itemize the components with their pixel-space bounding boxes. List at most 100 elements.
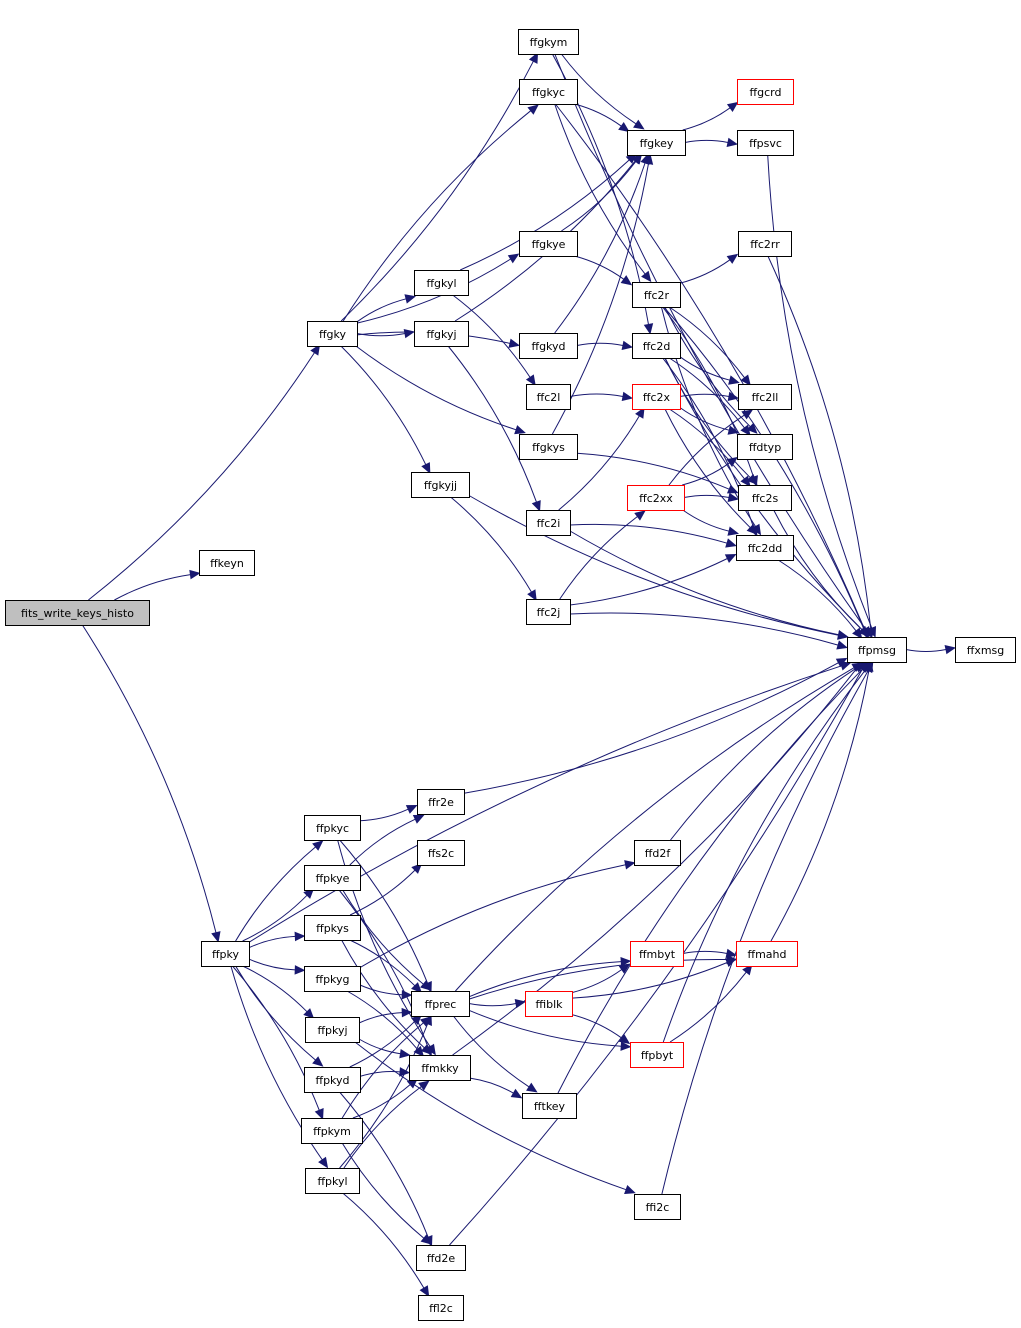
node-ffpkys[interactable]: ffpkys xyxy=(304,915,361,941)
node-label: ffc2dd xyxy=(748,542,783,555)
node-ffc2d[interactable]: ffc2d xyxy=(632,333,681,359)
node-ffpkyj[interactable]: ffpkyj xyxy=(305,1017,360,1043)
node-box xyxy=(301,1118,363,1144)
node-label: ffc2ll xyxy=(752,391,779,404)
node-box xyxy=(199,550,255,576)
node-label: ffr2e xyxy=(428,796,454,809)
arrowhead xyxy=(405,804,418,814)
node-box xyxy=(526,599,571,625)
node-ffgky[interactable]: ffgky xyxy=(307,321,358,347)
node-ffc2l[interactable]: ffc2l xyxy=(526,384,571,410)
edge-ffprec-to-ffpbyt xyxy=(468,1009,632,1051)
arrowhead xyxy=(624,1185,636,1195)
node-ffmkky[interactable]: ffmkky xyxy=(409,1055,471,1081)
node-ffmbyt[interactable]: ffmbyt xyxy=(630,941,684,967)
node-ffgkyc[interactable]: ffgkyc xyxy=(519,79,578,105)
node-ffc2dd[interactable]: ffc2dd xyxy=(736,535,794,561)
node-ffprec[interactable]: ffprec xyxy=(411,991,470,1017)
node-box xyxy=(305,1168,360,1194)
node-fftkey[interactable]: fftkey xyxy=(522,1093,577,1119)
node-label: ffgkyl xyxy=(426,277,456,290)
node-ffiblk[interactable]: ffiblk xyxy=(525,991,573,1017)
edge-ffc2i-to-ffc2x xyxy=(558,407,645,511)
arrowhead xyxy=(312,1056,324,1067)
node-ffpkye[interactable]: ffpkye xyxy=(304,865,361,891)
node-box xyxy=(525,991,573,1017)
node-label: fits_write_keys_histo xyxy=(21,607,134,620)
node-ffpky[interactable]: ffpky xyxy=(201,941,250,967)
node-box xyxy=(627,130,686,156)
arrowhead xyxy=(420,1043,432,1055)
node-ffgkyl[interactable]: ffgkyl xyxy=(414,270,469,296)
node-ffgkyjj[interactable]: ffgkyjj xyxy=(411,472,470,498)
node-ffgkyj[interactable]: ffgkyj xyxy=(414,321,469,347)
node-ffc2j[interactable]: ffc2j xyxy=(526,599,571,625)
node-ffgcrd[interactable]: ffgcrd xyxy=(737,79,794,105)
edge-ffiblk-to-ffmbyt xyxy=(571,963,631,994)
node-box xyxy=(519,231,578,257)
node-ffxmsg[interactable]: ffxmsg xyxy=(955,637,1016,663)
arrowhead xyxy=(403,328,416,339)
node-ffdtyp[interactable]: ffdtyp xyxy=(737,434,793,460)
edge-ffc2j-to-ffc2xx xyxy=(559,510,646,600)
arrowhead xyxy=(318,1156,329,1169)
node-ffmahd[interactable]: ffmahd xyxy=(736,941,798,967)
node-ffc2i[interactable]: ffc2i xyxy=(526,510,571,536)
arrowhead xyxy=(514,425,526,435)
node-ffgkym[interactable]: ffgkym xyxy=(518,29,579,55)
node-label: ffpkym xyxy=(313,1125,351,1138)
node-box xyxy=(304,915,361,941)
node-ffpkyl[interactable]: ffpkyl xyxy=(305,1168,360,1194)
arrowhead xyxy=(726,456,738,468)
node-ffc2rr[interactable]: ffc2rr xyxy=(738,231,792,257)
edge-ffgky-to-ffgkyl xyxy=(356,294,416,323)
arrowhead xyxy=(725,948,738,959)
edge-ffc2r-to-ffc2rr xyxy=(679,253,739,284)
node-ffd2e[interactable]: ffd2e xyxy=(416,1245,466,1271)
node-ffc2r[interactable]: ffc2r xyxy=(632,282,681,308)
node-ffgkey[interactable]: ffgkey xyxy=(627,130,686,156)
node-box xyxy=(737,434,793,460)
arrowhead xyxy=(742,964,753,976)
node-ffc2x[interactable]: ffc2x xyxy=(632,384,681,410)
edge-ffpky-to-ffpkye xyxy=(242,887,315,942)
node-ffgkys[interactable]: ffgkys xyxy=(519,434,578,460)
node-ffpkyc[interactable]: ffpkyc xyxy=(304,815,361,841)
node-ffr2e[interactable]: ffr2e xyxy=(417,789,465,815)
node-ffc2xx[interactable]: ffc2xx xyxy=(627,485,685,511)
node-box xyxy=(627,485,685,511)
node-ffpkym[interactable]: ffpkym xyxy=(301,1118,363,1144)
node-ffd2f[interactable]: ffd2f xyxy=(634,840,681,866)
node-fits_write_keys_histo[interactable]: fits_write_keys_histo xyxy=(5,600,150,626)
node-ffpkyd[interactable]: ffpkyd xyxy=(304,1067,361,1093)
node-ffpbyt[interactable]: ffpbyt xyxy=(630,1042,684,1068)
node-ffgkyd[interactable]: ffgkyd xyxy=(519,333,578,359)
edge-ffc2xx-to-ffc2dd xyxy=(682,509,740,536)
node-ffl2c[interactable]: ffl2c xyxy=(418,1295,464,1321)
node-box xyxy=(304,815,361,841)
node-label: ffpkyd xyxy=(315,1074,349,1087)
node-label: ffmbyt xyxy=(639,948,676,961)
edge-ffpkym-to-ffmkky xyxy=(352,1077,419,1119)
node-ffc2ll[interactable]: ffc2ll xyxy=(738,384,792,410)
arrowhead xyxy=(413,1045,425,1058)
node-ffi2c[interactable]: ffi2c xyxy=(634,1194,681,1220)
node-ffkeyn[interactable]: ffkeyn xyxy=(199,550,255,576)
node-ffgkye[interactable]: ffgkye xyxy=(519,231,578,257)
edge-ffpkym-to-ffd2e xyxy=(341,1142,432,1245)
edge-ffpky-to-ffpkyc xyxy=(235,840,324,942)
node-ffpsvc[interactable]: ffpsvc xyxy=(737,130,794,156)
node-box xyxy=(409,1055,471,1081)
node-ffpkyg[interactable]: ffpkyg xyxy=(304,966,361,992)
edge-ffpky-to-ffpkys xyxy=(248,931,306,949)
node-ffs2c[interactable]: ffs2c xyxy=(417,840,465,866)
arrowhead xyxy=(620,956,632,967)
arrowhead xyxy=(858,662,870,673)
arrowhead xyxy=(746,523,758,535)
node-ffc2s[interactable]: ffc2s xyxy=(738,485,792,511)
node-label: ffgkym xyxy=(530,36,568,49)
edge-ffc2j-to-ffpmsg xyxy=(569,612,848,650)
node-box xyxy=(526,384,571,410)
node-ffpmsg[interactable]: ffpmsg xyxy=(847,637,907,663)
edge-ffgkyd-to-ffc2d xyxy=(576,340,634,351)
